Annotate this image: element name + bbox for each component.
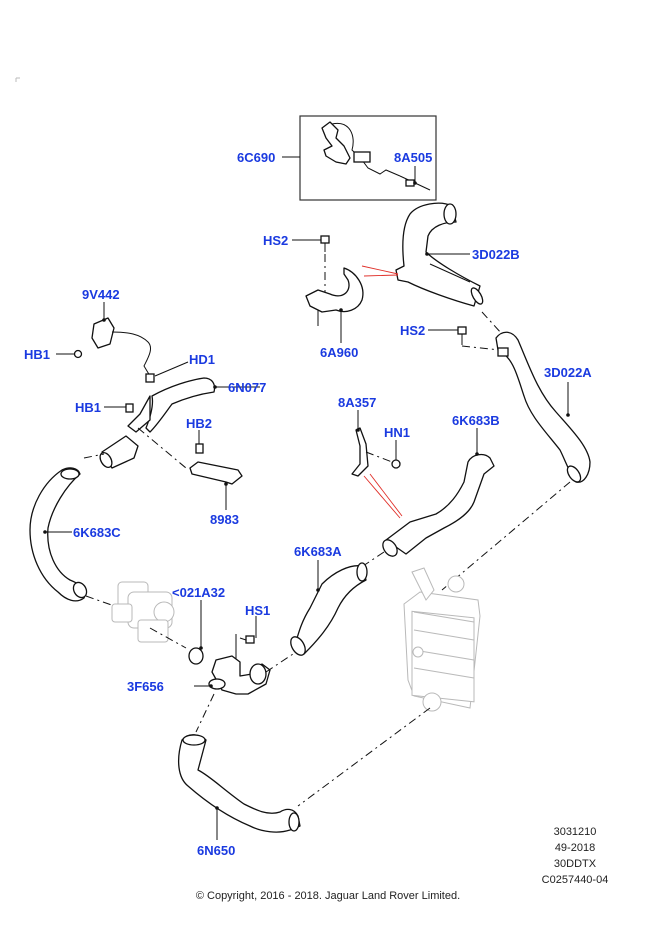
assembly-line [441,481,571,591]
part-8A357-bracket[interactable] [351,427,369,477]
part-6K683B-pipe[interactable] [380,453,495,559]
part-6N650-pipe[interactable] [177,734,301,833]
callout-HB1-upper[interactable]: HB1 [24,347,50,362]
callout-9V442[interactable]: 9V442 [82,287,120,302]
callout-HS2-lower[interactable]: HS2 [400,323,425,338]
part-6C690-sensor-pipe[interactable] [299,115,437,201]
assembly-line [461,345,501,351]
callout-8A505[interactable]: 8A505 [394,150,432,165]
leader-HD1 [154,361,189,377]
part-HB1-bolt-upper[interactable] [73,349,83,359]
part-3D022B-hose[interactable] [395,202,485,307]
drawing-reference-block: 3031210 49-2018 30DDTX C0257440-04 [510,824,640,888]
reference-date-code: 49-2018 [554,842,596,854]
reference-engine-code: 30DDTX [553,858,597,870]
indicator-6A960-3D022B [361,265,399,277]
callout-HD1[interactable]: HD1 [189,352,215,367]
assembly-line [83,453,105,459]
callout-3D022A[interactable]: 3D022A [544,365,592,380]
part-9V442-sensor[interactable] [91,317,151,377]
part-3F656-elbow[interactable] [208,655,271,695]
callout-6N077[interactable]: 6N077 [228,380,266,395]
assembly-line [137,427,187,469]
part-HD1-clip[interactable] [145,373,155,383]
assembly-line [149,627,187,649]
part-HB1-bolt-lower[interactable] [125,403,134,413]
part-8983-bracket[interactable] [189,461,243,485]
indicator-8A357-6K683B [363,473,403,519]
part-6A960-bracket[interactable] [305,267,364,326]
assembly-line [195,693,215,733]
callout-6K683A[interactable]: 6K683A [294,544,342,559]
assembly-line [265,651,297,673]
callout-3F656[interactable]: 3F656 [127,679,164,694]
callout-HS2-upper[interactable]: HS2 [263,233,288,248]
part-6K683A-hose[interactable] [288,562,368,658]
callout-8A357[interactable]: 8A357 [338,395,376,410]
part-HS1-bolt[interactable] [239,635,255,644]
part-6N077-pipe[interactable] [98,377,216,469]
egr-valve-ghost [111,581,175,643]
assembly-line [365,451,393,463]
callout-3D022B[interactable]: 3D022B [472,247,520,262]
part-HS2-bolt-upper[interactable] [320,235,330,252]
callout-6N650[interactable]: 6N650 [197,843,235,858]
intercooler-ghost [403,567,481,712]
part-3D022A-hose[interactable] [495,331,591,484]
part-HN1-nut[interactable] [391,459,401,469]
callout-8983[interactable]: 8983 [210,512,239,527]
part-HS2-bolt-lower[interactable] [457,326,467,345]
callout-HN1[interactable]: HN1 [384,425,410,440]
callout-021A32[interactable]: <021A32 [172,585,225,600]
callout-HB1-lower[interactable]: HB1 [75,400,101,415]
reference-illustration-id: C0257440-04 [541,874,609,886]
callout-6A960[interactable]: 6A960 [320,345,358,360]
callout-6C690[interactable]: 6C690 [237,150,275,165]
assembly-line [481,311,503,335]
reference-number: 3031210 [553,826,597,838]
assembly-line [297,707,431,807]
inset-box [299,115,437,201]
callout-HB2[interactable]: HB2 [186,416,212,431]
corner-mark [15,77,20,82]
part-HB2-bolt[interactable] [195,443,204,454]
callout-6K683C[interactable]: 6K683C [73,525,121,540]
part-021A32-gasket[interactable] [188,647,204,665]
callout-6K683B[interactable]: 6K683B [452,413,500,428]
copyright-notice: © Copyright, 2016 - 2018. Jaguar Land Ro… [195,890,461,902]
callout-HS1[interactable]: HS1 [245,603,270,618]
part-6K683C-hose[interactable] [29,467,89,602]
